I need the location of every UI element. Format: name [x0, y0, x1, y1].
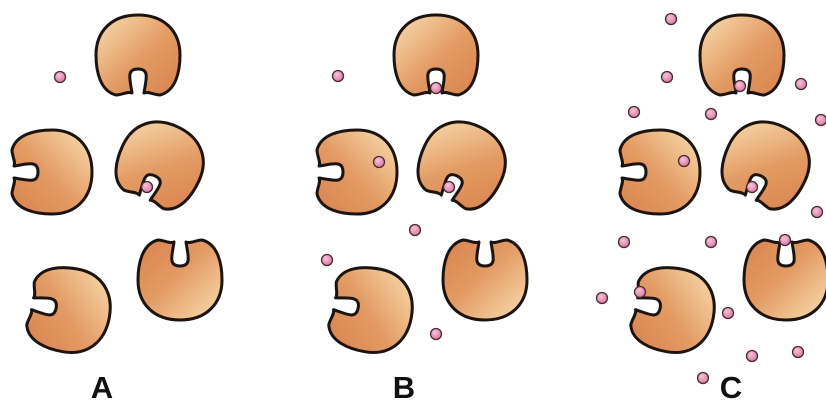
panel-label-c: C	[720, 370, 742, 405]
substrate-molecule	[735, 81, 746, 92]
enzyme	[317, 130, 397, 214]
enzyme	[96, 15, 180, 95]
substrate-molecule	[619, 237, 630, 248]
enzyme	[627, 262, 720, 359]
panel-c: C	[597, 14, 826, 406]
substrate-molecule	[816, 115, 826, 126]
substrate-molecule	[780, 235, 791, 246]
panel-b: B	[317, 15, 527, 405]
enzyme	[23, 262, 116, 359]
substrate-molecule	[142, 182, 153, 193]
panel-label-a: A	[91, 370, 113, 405]
enzyme	[620, 130, 700, 214]
substrate-molecule	[374, 157, 385, 168]
substrate-molecule	[796, 79, 807, 90]
substrate-molecule	[666, 14, 677, 25]
substrate-molecule	[635, 287, 646, 298]
substrate-molecule	[662, 72, 673, 83]
substrate-molecule	[444, 182, 455, 193]
enzyme	[106, 109, 216, 217]
substrate-molecule	[706, 109, 717, 120]
substrate-molecule	[679, 156, 690, 167]
substrate-molecule	[410, 225, 421, 236]
substrate-molecule	[431, 329, 442, 340]
enzyme	[443, 240, 527, 320]
substrate-molecule	[698, 373, 709, 384]
substrate-molecule	[812, 207, 823, 218]
enzyme	[712, 109, 822, 217]
substrate-molecule	[723, 308, 734, 319]
enzyme	[325, 262, 418, 359]
panel-label-b: B	[393, 370, 415, 405]
enzyme	[408, 109, 518, 217]
enzyme	[744, 240, 826, 320]
substrate-molecule	[597, 293, 608, 304]
substrate-molecule	[322, 255, 333, 266]
substrate-molecule	[793, 347, 804, 358]
enzyme	[12, 130, 92, 214]
substrate-molecule	[747, 182, 758, 193]
substrate-molecule	[706, 237, 717, 248]
panel-a: A	[12, 15, 222, 405]
substrate-molecule	[431, 83, 442, 94]
enzyme	[138, 240, 222, 320]
substrate-molecule	[629, 107, 640, 118]
substrate-molecule	[747, 351, 758, 362]
substrate-molecule	[333, 71, 344, 82]
substrate-molecule	[55, 72, 66, 83]
